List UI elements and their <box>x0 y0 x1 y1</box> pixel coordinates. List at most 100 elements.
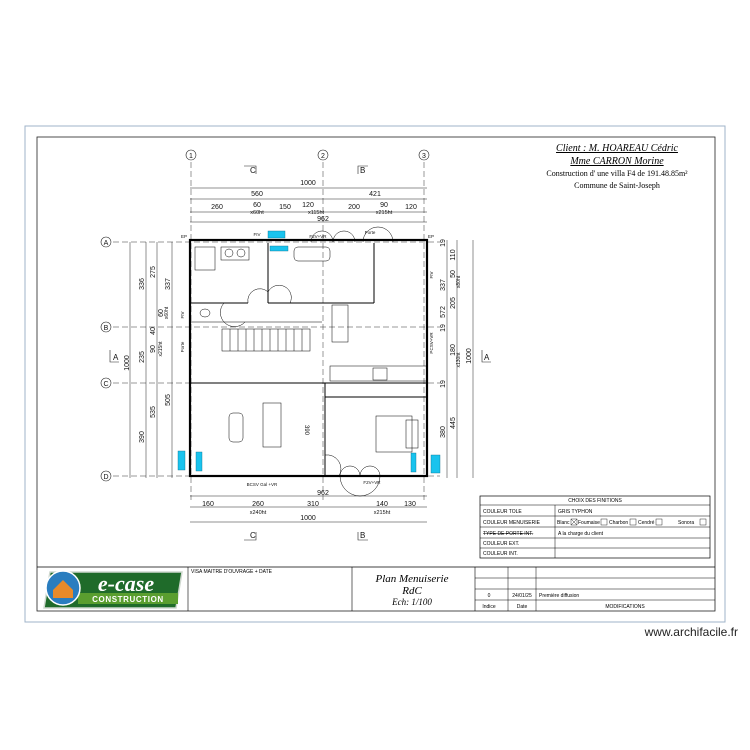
label-pcsv-right: PCSV+VR <box>429 332 434 354</box>
logo-subtext: CONSTRUCTION <box>92 595 164 604</box>
option-label: Foumaise <box>578 520 600 526</box>
dim-right: 180 <box>450 344 457 356</box>
label-fiv-left: FIV <box>180 311 185 318</box>
revision-date: 24/01/25 <box>512 593 532 599</box>
inner-frame <box>36 136 716 612</box>
dimension-lines <box>129 187 474 523</box>
dim-top-total: 1000 <box>300 180 316 187</box>
section-marker-c-top: C <box>250 166 256 175</box>
finish-label: COULEUR MENUISERIE <box>483 520 541 526</box>
finish-label: TYPE DE PORTE INT. <box>483 531 533 537</box>
label-fiv-top: FIV <box>253 232 260 237</box>
dim-top-right: 421 <box>369 191 381 198</box>
finish-label: COULEUR TOLE <box>483 509 522 515</box>
dim-bottom-inner: 962 <box>317 490 329 497</box>
dim-bottom-part: 160 <box>202 501 214 508</box>
axis-label-3: 3 <box>422 153 426 160</box>
double-sink <box>220 246 250 261</box>
furniture <box>194 246 428 453</box>
dim-left: 40 <box>150 327 157 335</box>
dim-top-part: 60 <box>253 202 261 209</box>
dim-left: 90 <box>150 345 157 353</box>
dim-top-part: 150 <box>279 204 291 211</box>
ecase-logo: e-case CONSTRUCTION <box>43 570 183 609</box>
option-checkbox-charbon[interactable] <box>629 518 637 526</box>
door-swings <box>220 226 394 497</box>
section-marker-b-top: B <box>360 166 365 175</box>
option-label: Blanc <box>557 520 570 526</box>
drawing-title: Plan Menuiserie <box>374 573 448 585</box>
label-living-dim: 390 <box>303 425 309 436</box>
dim-left: 60 <box>158 309 165 317</box>
bathroom-vanity <box>293 246 331 262</box>
dim-right: 19 <box>440 239 447 247</box>
header-indice: Indice <box>482 604 496 610</box>
dim-top-height: x215ht <box>376 210 393 216</box>
axis-label-2: 2 <box>321 153 325 160</box>
label-ep: EP <box>428 234 434 239</box>
axis-label-c: C <box>103 381 108 388</box>
option-label: Sonora <box>678 520 694 526</box>
finish-value: A la charge du client <box>558 531 604 537</box>
finish-value: GRIS TYPHON <box>558 509 593 515</box>
label-porte-left: Porte <box>180 341 185 352</box>
option-checkbox-cendre[interactable] <box>655 518 663 526</box>
visa-label: VISA MAITRE D'OUVRAGE + DATE <box>191 569 273 575</box>
dim-top-left: 560 <box>251 191 263 198</box>
toilet <box>199 308 211 318</box>
dim-top-part: 200 <box>348 204 360 211</box>
axis-label-1: 1 <box>189 153 193 160</box>
section-marker-c-bottom: C <box>250 531 256 540</box>
section-marker-a-left: A <box>113 353 119 362</box>
dim-right: 19 <box>440 324 447 332</box>
dim-bottom-total: 1000 <box>300 515 316 522</box>
section-marker-b-bottom: B <box>360 531 365 540</box>
cooktop <box>372 367 388 381</box>
dim-right: 19 <box>440 380 447 388</box>
dim-right: 445 <box>450 417 457 429</box>
nightstands <box>405 419 419 449</box>
dim-left: 535 <box>150 406 157 418</box>
sofa <box>262 402 282 448</box>
dim-top-part: 90 <box>380 202 388 209</box>
label-f2v-top: F2V+VR <box>309 234 327 239</box>
watermark: www.archifacile.fr <box>644 625 738 639</box>
axis-label-a: A <box>104 240 109 247</box>
window-fiv-top <box>267 230 286 239</box>
dim-left: 390 <box>139 431 146 443</box>
dim-top-inner: 962 <box>317 216 329 223</box>
dim-right: 110 <box>450 249 457 260</box>
dim-top-part: 120 <box>405 204 417 211</box>
dim-right-total: 1000 <box>466 348 473 364</box>
dim-right: 337 <box>440 279 447 291</box>
shower <box>194 246 216 271</box>
dim-top-part: 120 <box>302 202 314 209</box>
checkmark-icon <box>570 518 578 526</box>
dim-bottom-height: x240ht <box>250 510 267 516</box>
dim-top-height: x60ht <box>250 210 264 216</box>
finishes-table: CHOIX DES FINITIONS COULEUR TOLE GRIS TY… <box>479 495 711 559</box>
label-porte-top: Porte <box>365 230 376 235</box>
dim-top-height: x115ht <box>308 210 325 216</box>
dim-right-height: x130ht <box>456 352 462 368</box>
drawing-level: RdC <box>401 585 422 597</box>
menuiserie-options: Blanc Foumaise Charbon Cendré Sonora <box>557 518 707 526</box>
option-checkbox-foumaise[interactable] <box>600 518 608 526</box>
client-name: Client : M. HOAREAU Cédric <box>556 143 678 154</box>
section-marker-a-right: A <box>484 353 490 362</box>
finish-label: COULEUR INT. <box>483 551 518 557</box>
dim-left-height: x60ht <box>164 306 170 319</box>
window-left-outer <box>177 450 186 471</box>
option-checkbox-sonora[interactable] <box>699 518 707 526</box>
window-right-inner <box>410 452 417 473</box>
project-location: Commune de Saint-Joseph <box>574 181 660 190</box>
revision-modification: Première diffusion <box>539 593 579 599</box>
dim-left: 505 <box>165 394 172 406</box>
project-description: Construction d' une villa F4 de 191.48.8… <box>546 169 688 178</box>
dim-left-height: x215ht <box>158 341 164 357</box>
dim-right-height: x80ht <box>456 275 462 288</box>
client-name-2: Mme CARRON Morine <box>569 156 664 167</box>
dim-right: 205 <box>450 297 457 309</box>
header-modifications: MODIFICATIONS <box>605 604 645 610</box>
label-f2v-bottom: F2V+VR <box>363 480 381 485</box>
